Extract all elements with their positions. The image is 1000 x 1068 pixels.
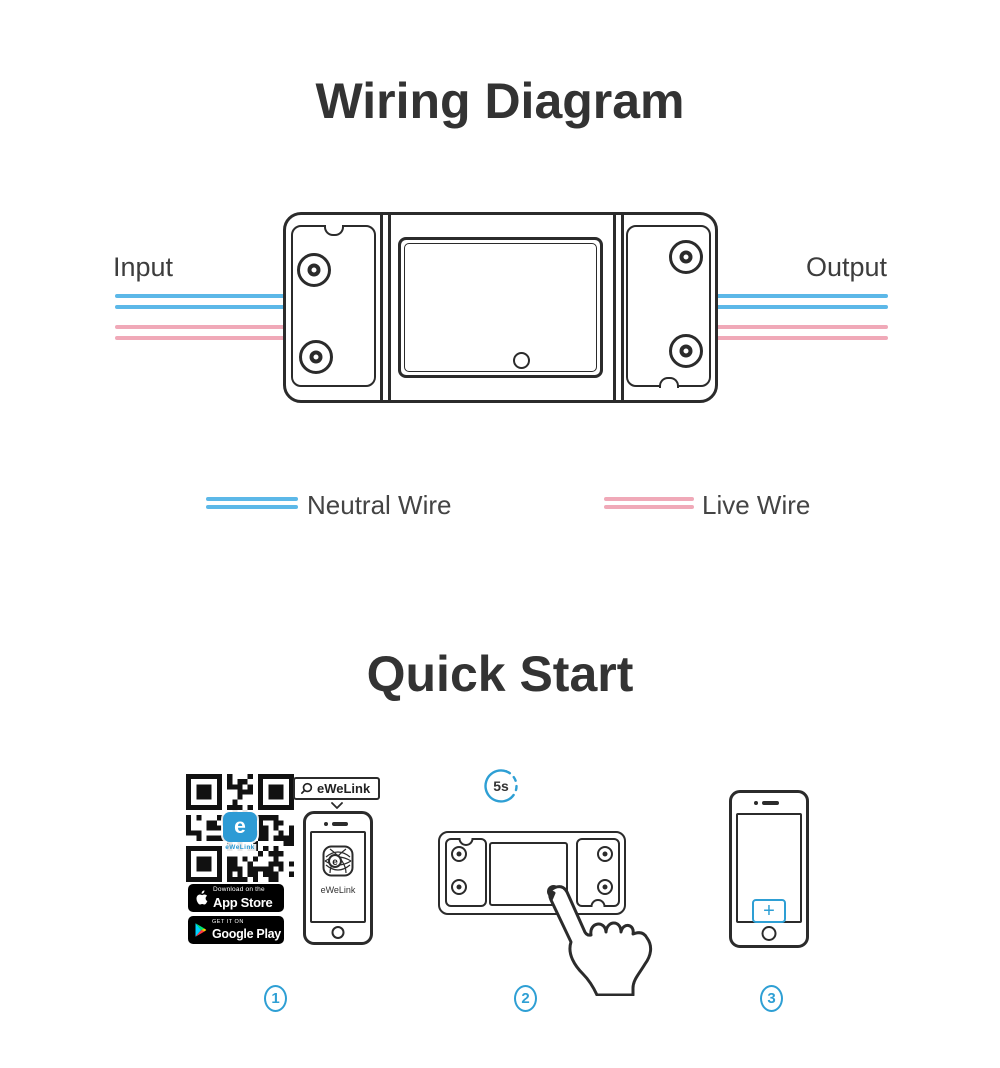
neutral-wire-input-1: [115, 294, 287, 298]
add-device-plus: +: [763, 900, 775, 922]
right-cap-edge: [621, 215, 624, 400]
terminal-cover-notch: [458, 838, 474, 846]
terminal-screw-icon: [669, 334, 703, 368]
output-label: Output: [806, 252, 888, 282]
input-label: Input: [113, 252, 174, 282]
terminal-screw-icon: [597, 879, 613, 895]
pointing-hand-icon: [548, 885, 653, 996]
terminal-screw-icon: [451, 879, 467, 895]
terminal-screw-icon: [451, 846, 467, 862]
quick-start-title: Quick Start: [366, 646, 634, 702]
speaker-slot-icon: [762, 801, 779, 805]
terminal-cover: [576, 838, 620, 907]
phone-screen: e eWeLink: [310, 831, 366, 923]
terminal-screw-icon: [597, 846, 613, 862]
chevron-down-icon: [331, 802, 343, 809]
terminal-cover-notch: [590, 899, 606, 907]
live-wire-legend-label: Live Wire: [702, 490, 811, 520]
neutral-wire-input-2: [115, 305, 287, 309]
terminal-cover-notch: [323, 224, 344, 236]
device-lid: [398, 237, 603, 378]
app-store-line1: Download on the: [213, 886, 265, 894]
smartphone-step1: e eWeLink: [303, 811, 373, 945]
terminal-cover-notch: [658, 376, 679, 388]
smartphone-step3: +: [729, 790, 809, 948]
neutral-wire-swatch: [206, 497, 298, 513]
live-wire-output-1: [716, 325, 888, 329]
step-number-2: 2: [514, 985, 537, 1012]
home-button-icon: [331, 926, 345, 939]
terminal-screw-icon: [669, 240, 703, 274]
step-3-digit: 3: [767, 990, 776, 1007]
google-play-badge[interactable]: GET IT ON Google Play: [188, 916, 284, 944]
terminal-cover: [445, 838, 487, 907]
neutral-wire-output-2: [716, 305, 888, 309]
device-button-icon: [513, 352, 530, 369]
add-device-button[interactable]: +: [752, 899, 786, 923]
step-number-1: 1: [264, 985, 287, 1012]
qr-code: e eWeLink: [186, 774, 294, 882]
step-number-3: 3: [760, 985, 783, 1012]
right-cap-edge-inner: [613, 215, 616, 400]
ewelink-logo-icon: e: [223, 812, 257, 842]
search-query-text: eWeLink: [317, 781, 371, 796]
google-play-icon: [195, 923, 207, 937]
live-wire-output-2: [716, 336, 888, 340]
google-play-line1: GET IT ON: [212, 919, 244, 925]
neutral-wire-legend-label: Neutral Wire: [307, 490, 452, 520]
app-store-line2: App Store: [213, 894, 273, 910]
terminal-screw-icon: [297, 253, 331, 287]
app-store-badge[interactable]: Download on the App Store: [188, 884, 284, 912]
speaker-slot-icon: [332, 822, 348, 826]
search-icon: [301, 782, 313, 794]
wiring-diagram-title: Wiring Diagram: [315, 73, 685, 129]
home-button-icon: [761, 926, 777, 941]
smart-switch-illustration: [283, 212, 718, 403]
google-play-line2: Google Play: [212, 926, 281, 941]
app-icon-letter: e: [332, 857, 338, 868]
ewelink-app-icon: e: [322, 845, 354, 877]
apple-logo-icon: [196, 890, 208, 905]
camera-dot-icon: [754, 801, 758, 805]
left-cap-edge-inner: [388, 215, 391, 400]
hold-time-text: 5s: [493, 778, 509, 794]
step-2-digit: 2: [521, 990, 530, 1007]
app-name-label: eWeLink: [320, 885, 356, 895]
device-lid-inner-line: [404, 243, 597, 372]
step-1-digit: 1: [271, 990, 280, 1007]
neutral-wire-output-1: [716, 294, 888, 298]
live-wire-input-2: [115, 336, 287, 340]
terminal-screw-icon: [299, 340, 333, 374]
timer-circle-icon: [484, 769, 518, 803]
app-search-field[interactable]: eWeLink: [293, 777, 380, 800]
ewelink-logo-letter: e: [234, 815, 246, 838]
qr-logo-caption: eWeLink: [223, 844, 257, 851]
live-wire-swatch: [604, 497, 694, 513]
hold-timer-badge: 5s: [482, 767, 520, 805]
live-wire-input-1: [115, 325, 287, 329]
phone-screen: +: [736, 813, 802, 923]
left-cap-edge: [380, 215, 383, 400]
camera-dot-icon: [324, 822, 328, 826]
